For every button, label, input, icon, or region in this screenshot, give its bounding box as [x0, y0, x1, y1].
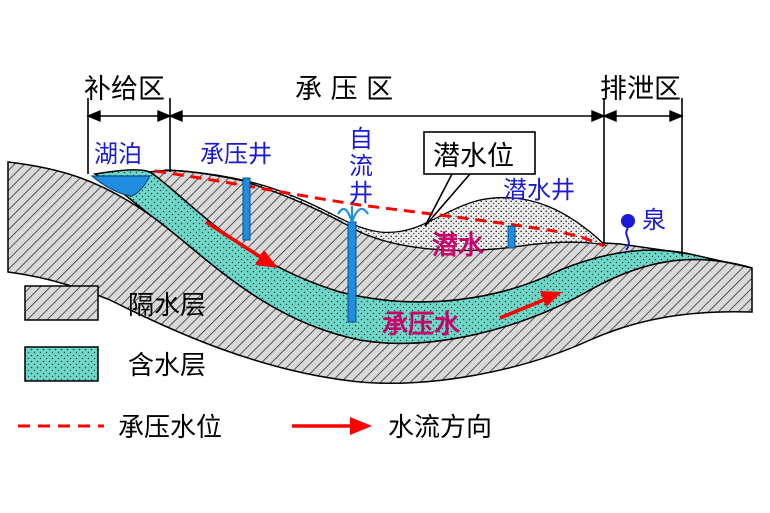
- artesian-fountain: [337, 206, 369, 223]
- spring-icon: [621, 214, 635, 228]
- discharge-zone-label: 排泄区: [600, 74, 681, 105]
- water-table-callout-pointer: [424, 173, 453, 227]
- phreatic-aquifer: [164, 169, 608, 252]
- phreatic-well-label: 潜水井: [503, 176, 575, 204]
- water-table-callout-box: [423, 131, 536, 175]
- zone-dividers: [87, 98, 683, 256]
- artesian-well-label-1: 自: [349, 125, 373, 153]
- phreatic-well: [507, 225, 516, 249]
- artesian-well-label-2: 流: [349, 152, 373, 180]
- legend-aquifer-swatch: [24, 346, 99, 382]
- spring-label: 泉: [642, 206, 666, 234]
- legend-aquiclude-label: 隔水层: [128, 291, 206, 321]
- spring-flow: [625, 227, 630, 251]
- legend-flow-direction-label: 水流方向: [388, 413, 492, 443]
- confined-water-label: 承压水: [382, 310, 461, 340]
- flow-arrow: [205, 220, 278, 268]
- water-table-label: 潜水位: [433, 141, 514, 172]
- lake-label: 湖泊: [94, 140, 142, 168]
- legend-aquiclude-swatch: [24, 285, 99, 321]
- water-table-callout-pointer: [424, 173, 471, 227]
- legend-confined-level-label: 承压水位: [118, 413, 222, 443]
- dimension-line: [86, 109, 684, 123]
- flow-arrow: [499, 291, 562, 320]
- artesian-well: [347, 221, 357, 323]
- legend-flow-arrow: [292, 417, 372, 435]
- phreatic-water-label: 潜水: [432, 231, 485, 261]
- lake: [90, 175, 152, 197]
- confined-well: [242, 177, 251, 241]
- legend-aquifer-label: 含水层: [128, 351, 206, 381]
- artesian-well-label-3: 井: [349, 179, 373, 207]
- recharge-zone-label: 补给区: [84, 74, 165, 105]
- confined-well-label: 承压井: [200, 140, 272, 168]
- confined-zone-label: 承 压 区: [295, 74, 393, 105]
